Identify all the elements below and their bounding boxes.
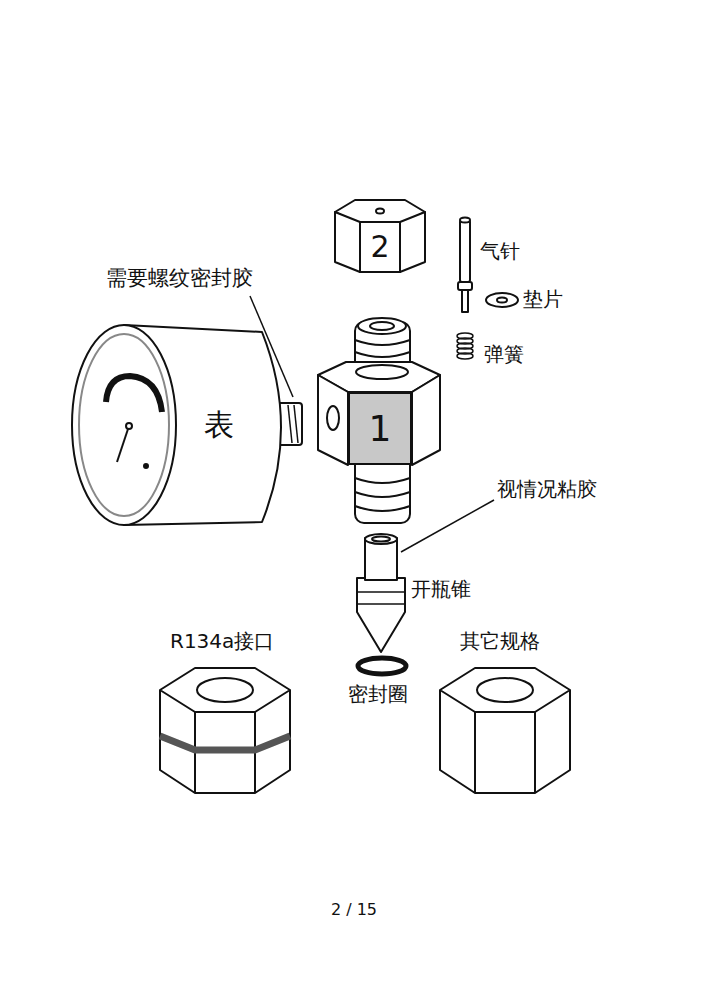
callout-number: 1	[369, 411, 392, 447]
page-number: 2 / 15	[331, 901, 377, 919]
part-label: 弹簧	[484, 343, 524, 366]
hex-cap-hole	[376, 209, 384, 214]
gauge-bezel	[79, 334, 169, 516]
valve-stem	[462, 290, 468, 312]
gauge-port	[327, 406, 339, 430]
nut-edge	[534, 712, 536, 793]
cone-tip	[357, 578, 405, 652]
upper-thread-top	[358, 318, 406, 334]
hex-face: 1	[348, 392, 412, 465]
upper-thread-bore	[370, 322, 394, 330]
valve-collar	[458, 282, 472, 290]
r134a-band	[160, 736, 290, 750]
valve-needle	[460, 220, 470, 282]
gauge-dot	[144, 464, 148, 468]
cone-bore	[372, 537, 390, 542]
callout-number: 2	[370, 232, 389, 262]
o-ring	[358, 658, 406, 674]
part-label: 垫片	[523, 288, 563, 311]
r134a-nut-top	[160, 668, 290, 712]
part-label: 密封圈	[348, 683, 408, 706]
gauge-face	[72, 325, 176, 525]
thread-base	[356, 365, 408, 379]
part-label: R134a接口	[170, 630, 274, 653]
washer	[486, 293, 518, 307]
gauge-label: 表	[193, 400, 245, 450]
gauge-needle	[117, 426, 129, 462]
callout-label: 需要螺纹密封胶	[106, 266, 253, 290]
valve-needle-top	[460, 218, 470, 223]
gauge-scale	[106, 376, 162, 412]
hex-cap-left	[335, 212, 360, 272]
lower-thread	[355, 455, 410, 523]
gauge-pivot	[126, 423, 132, 429]
other-nut-hole	[477, 678, 533, 702]
part-label: 气针	[480, 240, 520, 263]
hex-face: 2	[360, 222, 400, 272]
hex-cap-front	[360, 222, 400, 272]
cone-shank-top	[365, 534, 397, 544]
callout-label: 视情况粘胶	[497, 478, 597, 501]
part-label: 其它规格	[460, 630, 540, 653]
hex-body-right	[412, 375, 440, 465]
leader-line	[401, 500, 494, 552]
r134a-nut-hole	[197, 678, 253, 702]
washer-hole	[497, 298, 507, 303]
spring	[457, 333, 473, 359]
hex-cap-right	[400, 212, 425, 272]
cone-lines	[357, 592, 405, 604]
lower-thread-lines	[355, 478, 410, 511]
callout-number: 表	[204, 410, 234, 440]
part-label: 开瓶锥	[411, 578, 471, 601]
thread-lines	[288, 405, 298, 443]
nut-edge	[474, 712, 476, 793]
leader-line	[250, 296, 293, 397]
other-nut-top	[440, 668, 570, 712]
hex-body-left	[318, 375, 348, 465]
